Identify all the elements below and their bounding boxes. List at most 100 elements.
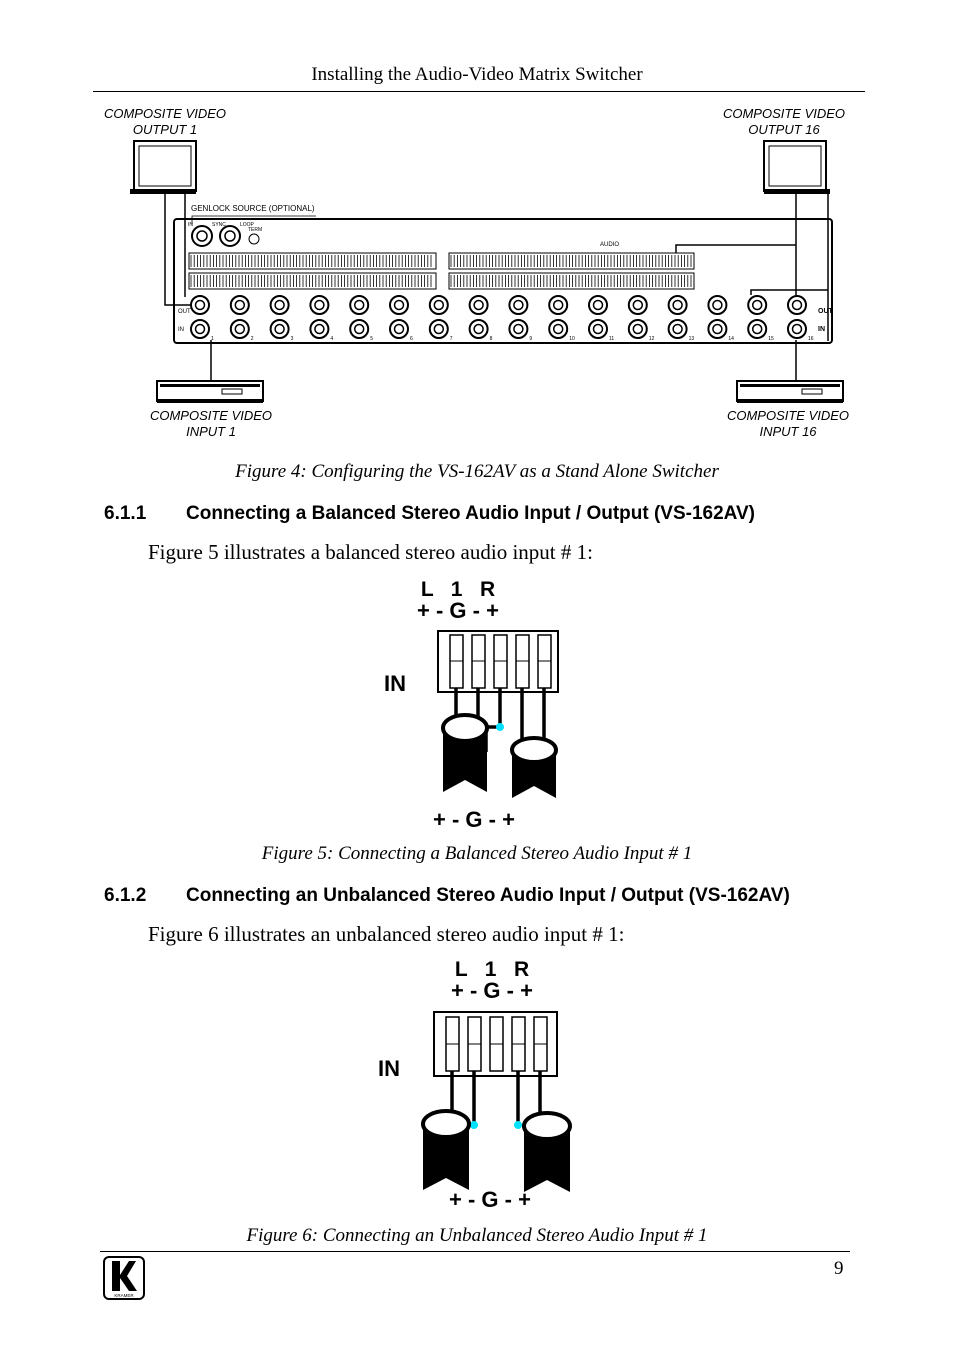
fig5-wires bbox=[454, 688, 546, 752]
section-612-title: Connecting an Unbalanced Stereo Audio In… bbox=[186, 885, 790, 906]
bnc-center bbox=[393, 323, 405, 335]
section-612-intro: Figure 6 illustrates an unbalanced stere… bbox=[148, 922, 625, 946]
bnc-center bbox=[712, 323, 723, 335]
bnc-center bbox=[513, 299, 524, 311]
fig5-cable-left-icon bbox=[441, 713, 489, 792]
section-611-title: Connecting a Balanced Stereo Audio Input… bbox=[186, 503, 755, 524]
video-bnc-rows bbox=[190, 295, 807, 339]
section-612-number: 6.1.2 bbox=[104, 885, 147, 906]
cables bbox=[164, 193, 829, 382]
bnc-center bbox=[592, 323, 604, 335]
channel-number: 12 bbox=[649, 336, 655, 342]
bnc-center bbox=[274, 323, 285, 335]
channel-number: 1 bbox=[211, 336, 214, 342]
bnc-center bbox=[592, 299, 604, 311]
vcr-input16-icon bbox=[736, 380, 844, 403]
fig6-shield-joint-right bbox=[514, 1121, 522, 1129]
fig6-wires bbox=[450, 1071, 542, 1125]
panel-term-label: TERM bbox=[248, 227, 262, 233]
channel-number: 7 bbox=[450, 336, 453, 342]
bnc-center bbox=[234, 299, 246, 311]
fig6-bottom-pins: + - G - + bbox=[449, 1187, 531, 1212]
genlock-connectors bbox=[191, 225, 260, 247]
row-in-label-right: IN bbox=[818, 326, 825, 333]
fig6-channel-label: L 1 R bbox=[455, 958, 529, 981]
audio-terminal-blocks bbox=[188, 252, 695, 290]
row-out-label: OUT bbox=[178, 309, 191, 315]
bnc-center bbox=[513, 323, 524, 335]
output1-label: COMPOSITE VIDEO OUTPUT 1 bbox=[103, 106, 227, 137]
terminal-block bbox=[448, 272, 695, 290]
bnc-center bbox=[314, 299, 325, 311]
bnc-center bbox=[791, 323, 803, 335]
monitor-output1-icon bbox=[130, 140, 197, 194]
row-in-label: IN bbox=[178, 327, 184, 333]
bnc-center bbox=[791, 299, 803, 311]
fig5-bottom-pins: + - G - + bbox=[433, 807, 515, 832]
panel-sync-label: SYNC bbox=[212, 222, 226, 228]
bnc-center bbox=[274, 299, 285, 311]
bnc-center bbox=[552, 299, 564, 311]
fig6-cable-right-icon bbox=[522, 1111, 572, 1192]
figure6-caption: Figure 6: Connecting an Unbalanced Stere… bbox=[246, 1225, 708, 1246]
channel-number: 10 bbox=[569, 336, 575, 342]
channel-number: 15 bbox=[768, 336, 774, 342]
channel-number: 8 bbox=[490, 336, 493, 342]
bnc-center bbox=[473, 299, 484, 311]
channel-number: 16 bbox=[808, 336, 814, 342]
bnc-center bbox=[433, 299, 445, 311]
fig6-terminal-slots bbox=[445, 1016, 548, 1072]
channel-number: 2 bbox=[251, 336, 254, 342]
footer-rule bbox=[100, 1251, 850, 1252]
bnc-center bbox=[632, 323, 644, 335]
genlock-label: GENLOCK SOURCE (OPTIONAL) bbox=[191, 204, 315, 213]
bnc-center bbox=[194, 299, 206, 311]
input1-label: COMPOSITE VIDEO INPUT 1 bbox=[149, 408, 273, 439]
fig6-cable-left-icon bbox=[421, 1109, 471, 1190]
figure5-caption: Figure 5: Connecting a Balanced Stereo A… bbox=[261, 843, 693, 864]
figure4-diagram: GENLOCK SOURCE (OPTIONAL) IN SYNC LOOP T… bbox=[130, 140, 844, 403]
section-611-number: 6.1.1 bbox=[104, 503, 147, 524]
channel-number: 11 bbox=[609, 336, 614, 342]
bnc-center bbox=[393, 299, 405, 311]
fig5-channel-label: L 1 R bbox=[421, 578, 495, 601]
bnc-center bbox=[751, 323, 763, 335]
terminal-block bbox=[448, 252, 695, 270]
channel-number: 5 bbox=[370, 336, 373, 342]
channel-number: 14 bbox=[728, 336, 734, 342]
channel-number: 6 bbox=[410, 336, 413, 342]
kramer-logo-icon: KRAMER bbox=[103, 1256, 145, 1300]
bnc-center bbox=[632, 299, 644, 311]
bnc-center bbox=[194, 323, 206, 335]
fig5-cable-right-icon bbox=[510, 736, 558, 798]
fig6-top-pins: + - G - + bbox=[451, 978, 533, 1003]
fig5-top-pins: + - G - + bbox=[417, 598, 499, 623]
channel-number: 9 bbox=[529, 336, 532, 342]
section-611-intro: Figure 5 illustrates a balanced stereo a… bbox=[148, 540, 593, 564]
channel-number: 4 bbox=[330, 336, 333, 342]
monitor-output16-icon bbox=[763, 140, 830, 194]
channel-number: 13 bbox=[689, 336, 695, 342]
bnc-center bbox=[672, 299, 683, 311]
bnc-center bbox=[314, 323, 325, 335]
figure6-diagram: L 1 R + - G - + IN + - G - + bbox=[378, 958, 572, 1212]
figure4-caption: Figure 4: Configuring the VS-162AV as a … bbox=[235, 461, 719, 482]
bnc-center bbox=[473, 323, 484, 335]
fig5-ground-joint bbox=[496, 723, 504, 731]
bnc-center bbox=[234, 323, 246, 335]
fig6-shield-joint-left bbox=[470, 1121, 478, 1129]
input16-label: COMPOSITE VIDEO INPUT 16 bbox=[726, 408, 850, 439]
vcr-input1-icon bbox=[156, 380, 264, 403]
bnc-center bbox=[712, 299, 723, 311]
header-rule bbox=[93, 91, 865, 92]
bnc-center bbox=[751, 299, 763, 311]
bnc-center bbox=[552, 323, 564, 335]
bnc-center bbox=[353, 323, 365, 335]
fig6-in-label: IN bbox=[378, 1056, 400, 1081]
bnc-center bbox=[433, 323, 445, 335]
output16-label: COMPOSITE VIDEO OUTPUT 16 bbox=[722, 106, 846, 137]
page-header-title: Installing the Audio-Video Matrix Switch… bbox=[311, 64, 643, 85]
figure5-diagram: L 1 R + - G - + IN + - G - + bbox=[384, 578, 559, 832]
logo-text: KRAMER bbox=[114, 1293, 134, 1298]
channel-number: 3 bbox=[291, 336, 294, 342]
